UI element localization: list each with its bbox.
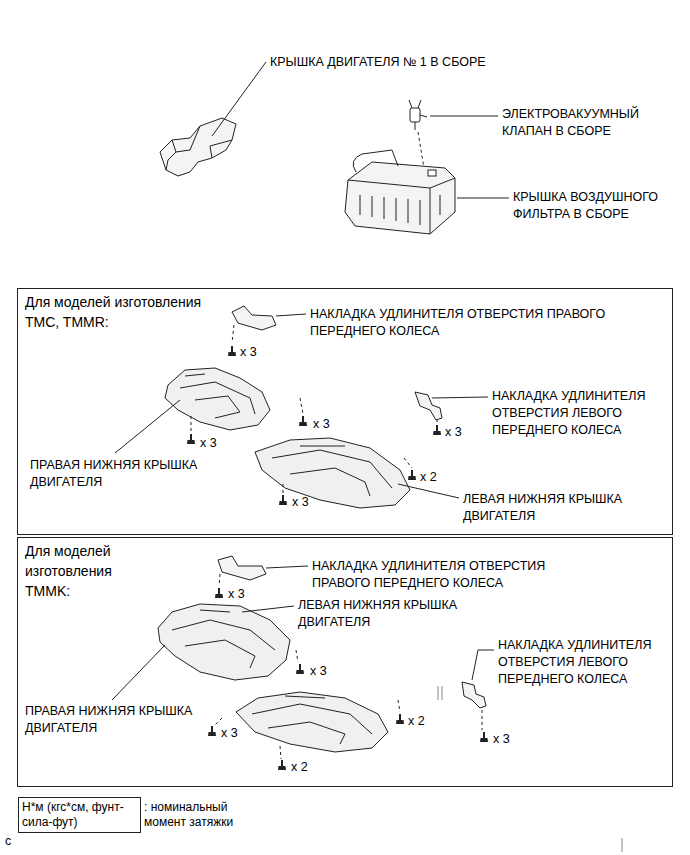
leader-line xyxy=(115,400,180,453)
bolt-count: x 3 xyxy=(313,416,330,433)
part-name: ПРАВАЯ НИЖНЯЯ КРЫШКА ДВИГАТЕЛЯ xyxy=(30,457,220,491)
part-name: ЛЕВАЯ НИЖНЯЯ КРЫШКА ДВИГАТЕЛЯ xyxy=(463,491,653,525)
engine-cover xyxy=(160,118,236,176)
dashed-line xyxy=(296,650,298,662)
bolt xyxy=(480,732,488,742)
bolt-count: x 3 xyxy=(310,663,327,680)
dashed-line xyxy=(482,710,483,730)
torque-legend-box: Н*м (кгс*см, фунт-сила-фут) xyxy=(18,797,141,833)
bolt xyxy=(187,434,195,444)
air-filter-cover xyxy=(345,150,455,234)
dashed-line xyxy=(300,398,303,414)
under-cover-left xyxy=(255,438,410,508)
leader-line xyxy=(112,645,165,700)
bolt xyxy=(228,346,236,356)
part-name: НАКЛАДКА УДЛИНИТЕЛЯ ОТВЕРСТИЯ ЛЕВОГО ПЕР… xyxy=(492,388,670,439)
bolt xyxy=(278,760,286,770)
part-name: КРЫШКА ДВИГАТЕЛЯ № 1 В СБОРЕ xyxy=(270,54,486,71)
dashed-line xyxy=(418,132,424,168)
dashed-line xyxy=(437,420,438,424)
wheel-extension-right xyxy=(232,306,276,330)
under-cover-right xyxy=(165,368,270,430)
bolt-count: x 3 xyxy=(221,725,238,742)
bolt xyxy=(279,495,287,505)
vacuum-valve xyxy=(409,100,427,130)
part-name: КРЫШКА ВОЗДУШНОГО ФИЛЬТРА В СБОРЕ xyxy=(513,189,685,223)
page-mark xyxy=(622,838,623,852)
bolt-count: x 2 xyxy=(420,469,437,486)
bolt-count: x 2 xyxy=(408,713,425,730)
dashed-line xyxy=(219,574,220,586)
bolt xyxy=(215,588,223,598)
part-name: ЛЕВАЯ НИЖНЯЯ КРЫШКА ДВИГАТЕЛЯ xyxy=(298,597,488,631)
bolt xyxy=(433,425,441,435)
bolt-count: x 3 xyxy=(493,731,510,748)
bolt-count: x 3 xyxy=(292,494,309,511)
dashed-line xyxy=(214,718,222,726)
bolt-count: x 3 xyxy=(228,586,245,603)
dashed-line xyxy=(191,416,192,432)
frame-heading: Для моделей изготовления TMMK: xyxy=(18,538,140,601)
part-name: НАКЛАДКА УДЛИНИТЕЛЯ ОТВЕРСТИЯ ЛЕВОГО ПЕР… xyxy=(498,637,670,688)
bolt xyxy=(408,470,416,480)
frame-heading: Для моделей изготовления TMC, TMMR: xyxy=(18,289,220,332)
leader-line xyxy=(430,116,498,117)
leader-line xyxy=(266,566,308,568)
bolt-count: x 2 xyxy=(291,759,308,776)
bolt-count: x 3 xyxy=(240,344,257,361)
leader-line xyxy=(242,606,294,612)
wheel-extension-left xyxy=(462,682,486,708)
bolt xyxy=(299,416,307,426)
bolt xyxy=(296,664,304,674)
part-name: ПРАВАЯ НИЖНЯЯ КРЫШКА ДВИГАТЕЛЯ xyxy=(25,703,215,737)
under-cover-lower xyxy=(236,692,388,752)
wheel-extension-left xyxy=(415,392,442,420)
under-cover-upper xyxy=(158,604,290,680)
leader-line xyxy=(212,62,266,136)
bolt-count: x 3 xyxy=(200,435,217,452)
legend-unit-text: Н*м (кгс*см, фунт-сила-фут) xyxy=(19,798,140,832)
dashed-line xyxy=(404,458,412,468)
dashed-line xyxy=(398,700,400,712)
break-mark xyxy=(438,686,442,700)
wheel-extension-right xyxy=(218,556,266,580)
part-name: НАКЛАДКА УДЛИНИТЕЛЯ ОТВЕРСТИЯ ПРАВОГО ПЕ… xyxy=(310,306,670,340)
dashed-line xyxy=(280,746,281,759)
bolt xyxy=(208,726,216,736)
legend-description: : номинальный момент затяжки xyxy=(144,800,254,830)
dashed-line xyxy=(232,325,234,343)
dashed-line xyxy=(283,484,284,494)
leader-line xyxy=(398,484,459,498)
bolt-count: x 3 xyxy=(445,424,462,441)
bolt xyxy=(396,714,404,724)
leader-line xyxy=(432,397,488,398)
part-name: ЭЛЕКТРОВАКУУМНЫЙ КЛАПАН В СБОРЕ xyxy=(502,106,672,140)
part-name: НАКЛАДКА УДЛИНИТЕЛЯ ОТВЕРСТИЯ ПРАВОГО ПЕ… xyxy=(312,558,607,592)
leader-line xyxy=(472,650,494,680)
leader-line xyxy=(276,314,306,316)
leader-line xyxy=(457,198,509,199)
figure-code: c xyxy=(5,833,11,850)
